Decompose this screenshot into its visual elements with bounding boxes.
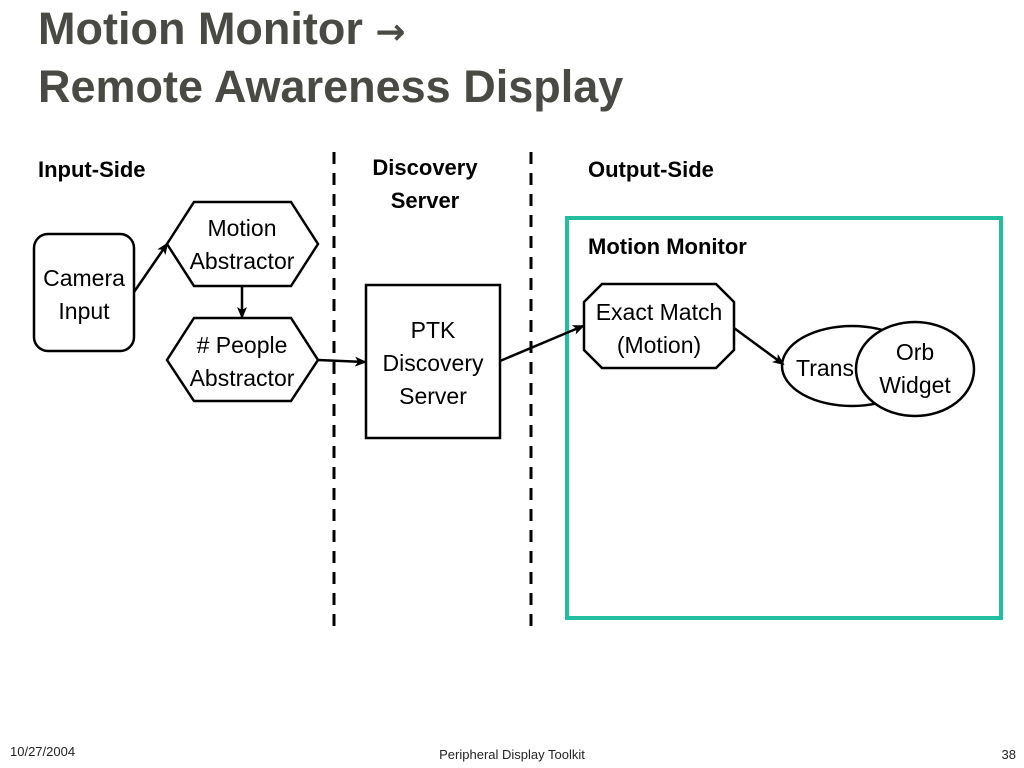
- arrow-exact-match-to-transform: [733, 326, 785, 366]
- camera-input-label-line-1: Camera: [43, 265, 125, 291]
- exact-match-label-line-2: (Motion): [617, 332, 701, 358]
- motion-monitor-box: [565, 216, 1003, 620]
- discovery-server-label-line-2: Server: [391, 188, 460, 213]
- footer-date: 10/27/2004: [10, 744, 76, 759]
- camera-input-node: Camera Input: [32, 232, 136, 353]
- motion-abstractor-label-line-1: Motion: [207, 215, 276, 241]
- camera-input-label-line-2: Input: [58, 298, 110, 324]
- orb-widget-label-line-1: Orb: [896, 339, 934, 365]
- motion-abstractor-label-line-2: Abstractor: [190, 248, 295, 274]
- title-line-2: Remote Awareness Display: [38, 61, 624, 112]
- footer-center-text: Peripheral Display Toolkit: [439, 747, 585, 762]
- ptk-discovery-server-node: PTK Discovery Server: [364, 283, 502, 440]
- transform-label: Trans: [796, 355, 854, 381]
- ptk-server-label-line-3: Server: [399, 383, 467, 409]
- people-abstractor-label-line-2: Abstractor: [190, 365, 295, 391]
- title-line-1: Motion Monitor →: [38, 2, 623, 60]
- right-arrow-icon: →: [375, 12, 406, 53]
- motion-monitor-label: Motion Monitor: [588, 234, 747, 259]
- input-side-label: Input-Side: [38, 157, 146, 182]
- slide-title: Motion Monitor → Remote Awareness Displa…: [38, 2, 623, 114]
- output-side-label: Output-Side: [588, 157, 714, 182]
- arrow-people-to-ptk: [317, 356, 367, 367]
- people-abstractor-node: # People Abstractor: [165, 316, 320, 403]
- arrow-camera-to-motion: [132, 242, 169, 293]
- orb-widget-label-line-2: Widget: [879, 372, 951, 398]
- motion-abstractor-node: Motion Abstractor: [165, 200, 320, 288]
- arrow-ptk-to-exact-match: [499, 324, 585, 363]
- orb-widget-node: Orb Widget: [854, 320, 976, 418]
- exact-match-label-line-1: Exact Match: [596, 299, 723, 325]
- ptk-server-label-line-1: PTK: [411, 317, 456, 343]
- people-abstractor-label-line-1: # People: [197, 332, 288, 358]
- ptk-server-label-line-2: Discovery: [383, 350, 484, 376]
- exact-match-node: Exact Match (Motion): [582, 282, 736, 370]
- discovery-server-label-line-1: Discovery: [372, 155, 478, 180]
- footer-page-number: 38: [1001, 747, 1016, 762]
- title-line-1-text: Motion Monitor: [38, 3, 363, 54]
